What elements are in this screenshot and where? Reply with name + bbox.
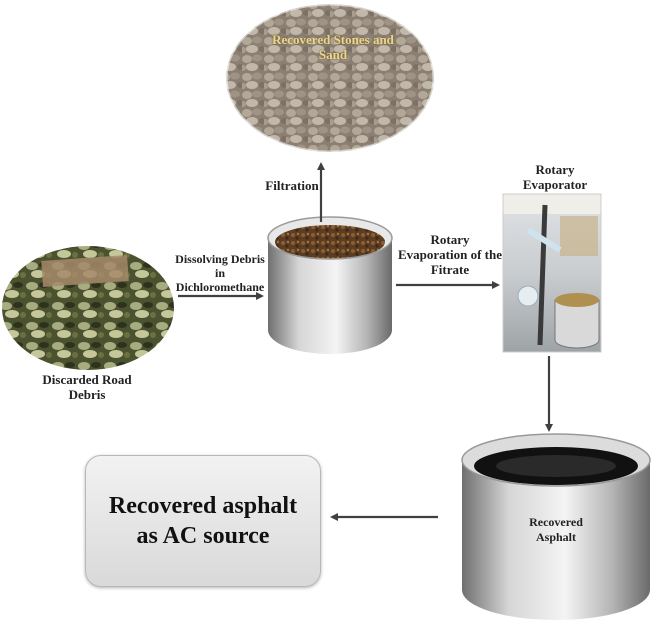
- rotary-evaporator-label: Rotary Evaporator: [522, 162, 588, 192]
- result-box-text: Recovered asphalt as AC source: [108, 493, 298, 549]
- filtration-label: Filtration: [265, 178, 319, 193]
- dissolving-label: Dissolving Debris in Dichloromethane: [175, 252, 265, 294]
- road-debris-label: Discarded Road Debris: [42, 372, 132, 402]
- stones-sand-label: Recovered Stones and Sand: [272, 32, 394, 62]
- asphalt-beaker: [461, 433, 651, 620]
- recovered-asphalt-label: Recovered Asphalt: [529, 515, 583, 544]
- road-debris-photo: [2, 246, 174, 370]
- result-box: Recovered asphalt as AC source: [85, 455, 321, 587]
- filtration-beaker: [267, 216, 393, 354]
- stones-sand-photo: [224, 2, 436, 154]
- rotary-evaporation-label: Rotary Evaporation of the Fitrate: [398, 232, 502, 277]
- rotary-evaporator-photo: [502, 193, 602, 353]
